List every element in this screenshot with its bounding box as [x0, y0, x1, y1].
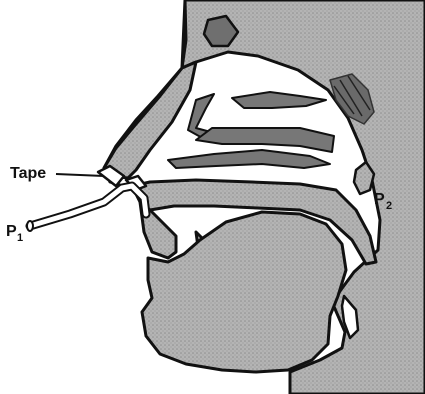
- p2-label: P: [374, 191, 385, 208]
- p2-subscript: 2: [386, 200, 392, 212]
- tape-leader-line: [56, 174, 104, 176]
- middle-turbinate: [232, 92, 326, 108]
- p1-subscript: 1: [17, 232, 23, 244]
- floor-ridge: [168, 150, 330, 168]
- catheter-tube-lumen: [30, 186, 146, 226]
- catheter-tip-p1: [27, 221, 33, 231]
- tape-label: Tape: [10, 165, 46, 182]
- p1-label: P: [6, 223, 17, 240]
- turbinates: [168, 92, 334, 168]
- inferior-turbinate: [196, 128, 334, 152]
